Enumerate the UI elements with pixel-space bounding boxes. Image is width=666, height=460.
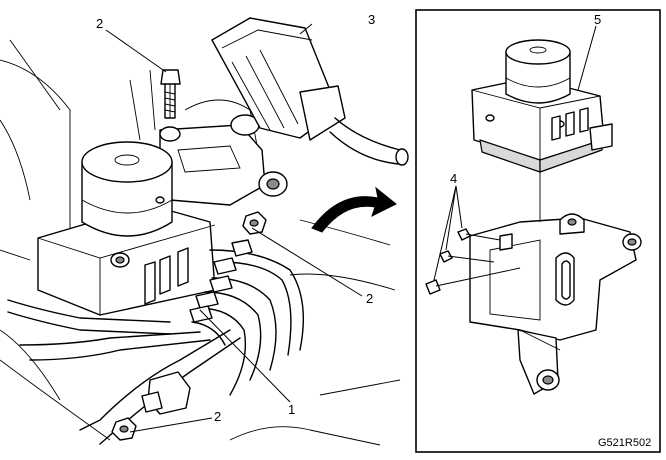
direction-arrow	[311, 186, 397, 233]
callout-2-top: 2	[96, 16, 103, 31]
mounting-bolt-top	[160, 69, 181, 119]
detail-inset	[415, 9, 661, 453]
mounting-nut-lower	[111, 417, 137, 441]
bracket-bolt-1	[457, 228, 501, 241]
callout-4: 4	[450, 171, 457, 186]
bracket-detail	[469, 160, 642, 395]
bracket-bolt-3	[425, 267, 521, 295]
figure-id: G521R502	[598, 437, 651, 449]
mounting-nut-upper	[242, 211, 267, 235]
callout-1: 1	[288, 402, 295, 417]
leader-lines	[105, 23, 597, 433]
engine-bay-scene	[0, 17, 409, 446]
mounting-bracket	[159, 114, 288, 206]
brake-pipe-fittings	[189, 239, 253, 323]
abs-modulator-assembly	[37, 141, 216, 316]
callout-labels: 2 3 2 2 1 4 5 G521R502	[96, 12, 651, 449]
pump-motor	[81, 141, 173, 237]
modulator-valve-detail	[471, 39, 613, 173]
brake-pipes	[7, 249, 304, 445]
callout-3: 3	[368, 12, 375, 27]
callout-2-right: 2	[366, 291, 373, 306]
lower-isolator	[141, 371, 191, 415]
callout-2-bottom: 2	[214, 409, 221, 424]
bracket-bolts	[425, 228, 521, 295]
bracket-bolt-2	[439, 250, 495, 263]
electronic-control-module	[211, 17, 409, 166]
callout-5: 5	[594, 12, 601, 27]
